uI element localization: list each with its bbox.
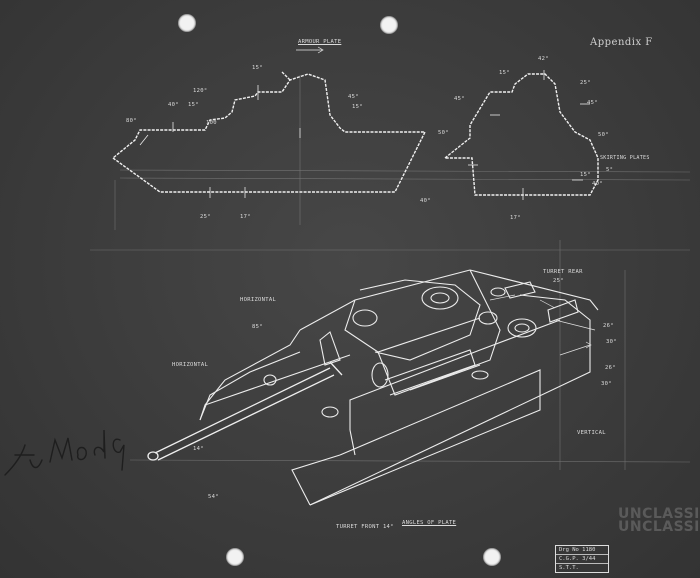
rear-angle-label: 45° [587,100,598,106]
handwritten-note [4,429,125,476]
plate-angle-label: 30° [601,381,612,387]
side-angle-label: 80° [126,118,137,124]
vertical-label: VERTICAL [577,430,606,436]
armour-plate-arrow [296,46,324,54]
side-angle-label: 45° [348,94,359,100]
drawing-number: Drg No 1180 [556,546,608,555]
plate-angle-label: 30° [606,339,617,345]
rear-angle-label: 5° [606,167,614,173]
section-tick-marks [139,70,590,200]
title-block: Drg No 1180 C.G.P. 3/44 S.T.T. [555,545,609,573]
dimension-arrows [489,294,596,356]
side-angle-label: 100 [206,120,217,126]
rear-angle-label: 45° [454,96,465,102]
side-angle-label: 17° [240,214,251,220]
plate-angle-label: 26° [605,365,616,371]
main-gun [147,361,343,461]
rear-angle-label: 15° [580,172,591,178]
cgp-reference: C.G.P. 3/44 [556,555,608,564]
rear-angle-label: 50° [438,130,449,136]
turret-front-label: TURRET FRONT 14° [336,524,394,530]
turret-rear-angle: 25° [553,278,564,284]
side-angle-label: 40° [420,198,431,204]
horizontal-upper-angle: 85° [252,324,263,330]
rear-angle-label: 40° [592,181,603,187]
turret-rear-label: TURRET REAR [543,269,583,275]
rear-angle-label: 25° [580,80,591,86]
armour-plate-title: ARMOUR PLATE [298,39,342,45]
horizontal-lower-label: HORIZONTAL [172,362,209,368]
rear-angle-label: 15° [499,70,510,76]
horizontal-upper-label: HORIZONTAL [240,297,277,303]
side-armour-section [111,71,427,193]
tank-isometric [199,269,599,506]
side-angle-label: 25° [200,214,211,220]
side-angle-label: 15° [188,102,199,108]
side-angle-label: 15° [252,65,263,71]
rear-angle-label: 50° [598,132,609,138]
unclassified-watermark: UNCLASSI UNCLASSI [618,506,700,535]
side-angle-label: 15° [352,104,363,110]
skirting-plates-note: SKIRTING PLATES [600,155,650,161]
plate-angle-label: 26° [603,323,614,329]
angles-of-plate-label: ANGLES OF PLATE [402,520,457,526]
gun-angle-label: 14° [193,446,204,452]
punch-hole [483,548,501,566]
side-angle-label: 40° [168,102,179,108]
side-angle-label: 120° [193,88,208,94]
rear-armour-section [443,73,599,196]
rear-angle-label: 42° [538,56,549,62]
appendix-label: Appendix F [590,37,653,48]
rear-angle-label: 17° [510,215,521,221]
stt-reference: S.T.T. [559,565,579,571]
bottom-angle-label: 54° [208,494,219,500]
punch-hole [380,16,398,34]
punch-hole [178,14,196,32]
punch-hole [226,548,244,566]
